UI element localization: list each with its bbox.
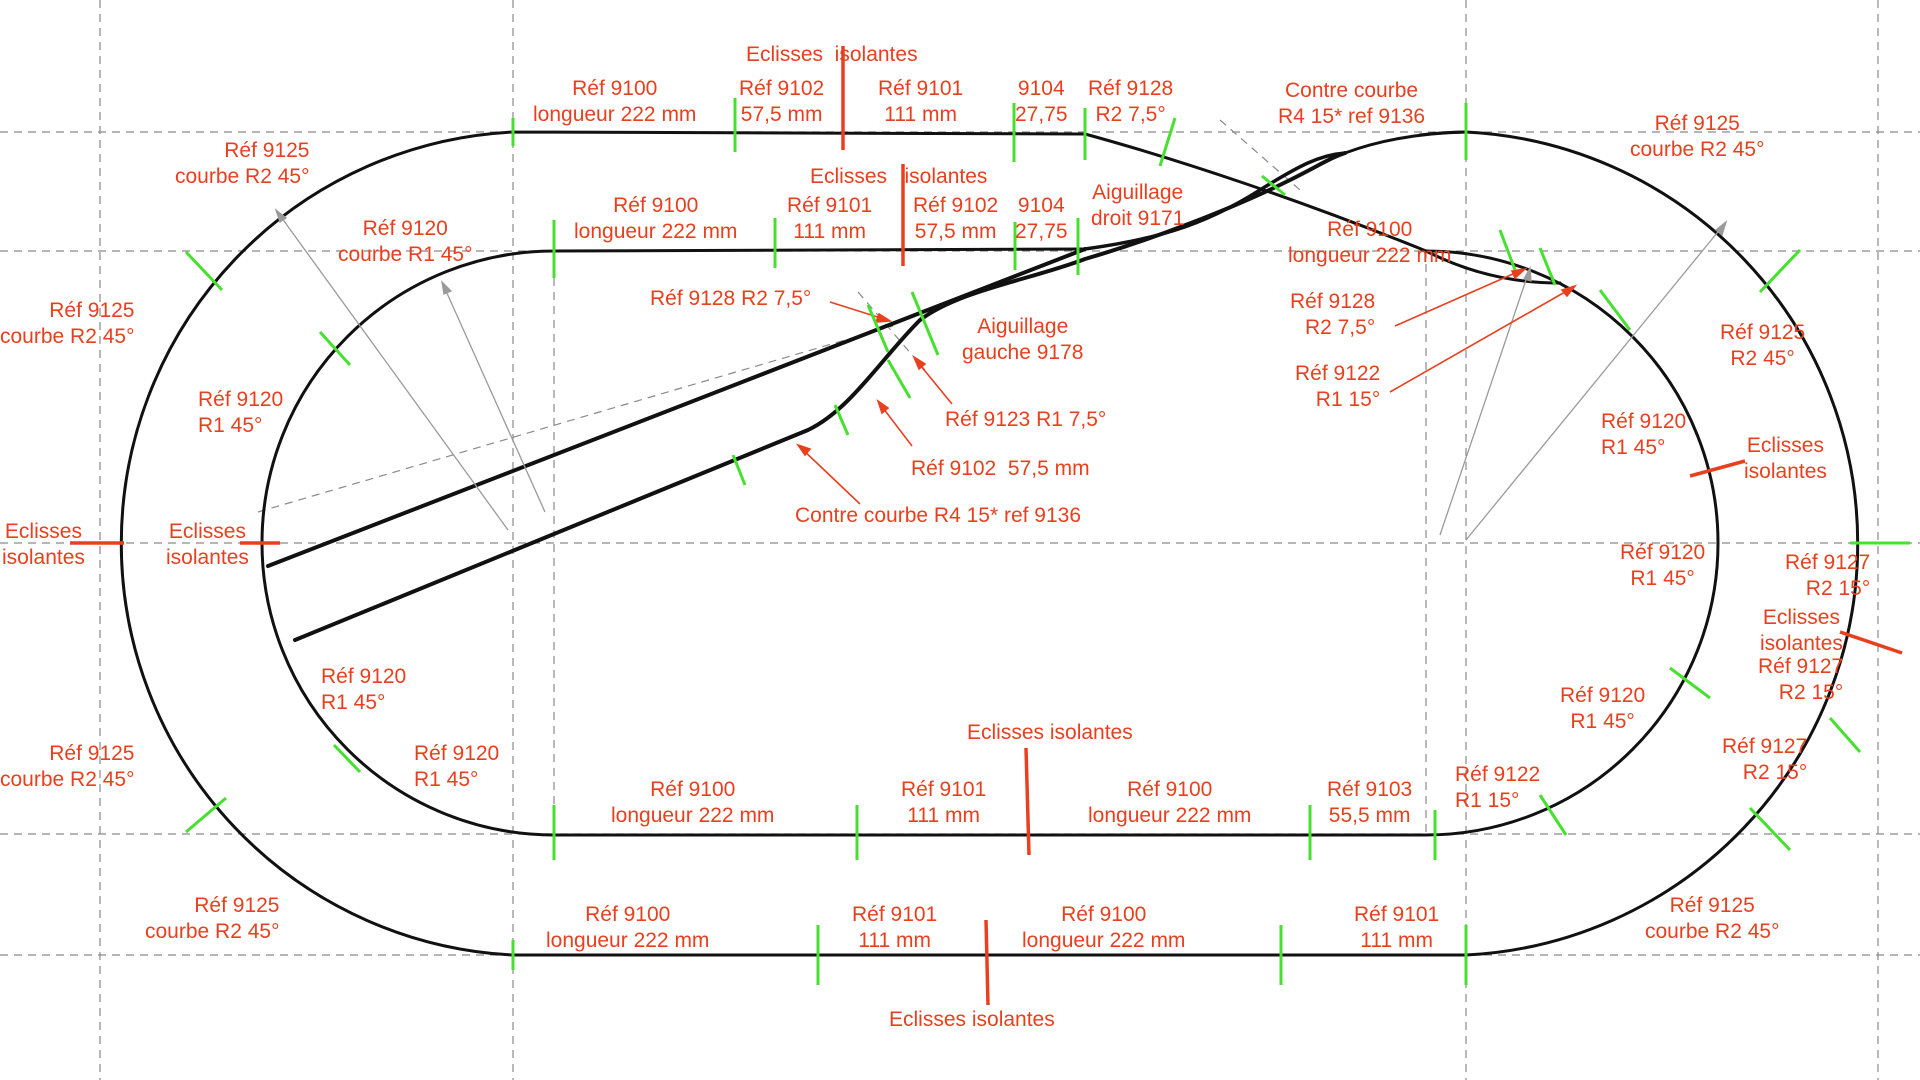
diagonal-crossing-track [1083,132,1428,253]
label-eclisses-right-2: Eclisses isolantes [1760,606,1843,655]
label-ref9101-outer-b2: Réf 9101 111 mm [1354,903,1440,952]
label-eclisses-right-1: Eclisses isolantes [1744,434,1827,483]
label-contre-courbe-top: Contre courbe R4 15* ref 9136 [1278,79,1426,128]
outer-top-right-join [1343,130,1468,155]
label-ref9127-3: Réf 9127 R2 15° [1722,735,1808,784]
label-ref9102-inner-top: Réf 9102 57,5 mm [913,194,999,243]
label-ref9100-inner-b1: Réf 9100 longueur 222 mm [611,778,775,827]
label-ref9100-outer-b2: Réf 9100 longueur 222 mm [1022,903,1186,952]
label-ref9100-outer-b1: Réf 9100 longueur 222 mm [546,903,710,952]
label-ref9100-inner-b2: Réf 9100 longueur 222 mm [1088,778,1252,827]
spur-track-lower [293,151,1347,642]
tracks [119,130,1860,957]
label-eclisses-left-inner: Eclisses isolantes [166,520,249,569]
outer-loop-track [119,130,1860,957]
label-ref9125-left-upper: Réf 9125 courbe R2 45° [0,299,135,348]
label-top-eclisses-1: Eclisses isolantes [746,43,918,66]
label-eclisses-bottom-outer: Eclisses isolantes [889,1008,1055,1031]
label-ref9104-top-outer: 9104 27,75 [1015,77,1068,126]
label-ref9120-right-lower: Réf 9120 R1 45° [1560,684,1646,733]
label-ref9104-inner-top: 9104 27,75 [1015,194,1068,243]
label-ref9103-inner-b: Réf 9103 55,5 mm [1327,778,1413,827]
inner-top-right-curve [1424,249,1562,285]
label-ref9123: Réf 9123 R1 7,5° [945,408,1107,431]
label-ref9120-left-bottom: Réf 9120 R1 45° [414,742,500,791]
label-ref9120-left-lower: Réf 9120 R1 45° [321,665,407,714]
label-top-eclisses-2: Eclisses isolantes [810,165,988,188]
label-ref9128-left: Réf 9128 R2 7,5° [650,287,812,310]
label-aiguillage-gauche: Aiguillage gauche 9178 [962,315,1084,364]
grey-arrows [274,208,1728,541]
label-ref9101-inner-b: Réf 9101 111 mm [901,778,987,827]
inner-loop-track [260,247,1720,837]
label-ref9125-top-right: Réf 9125 courbe R2 45° [1630,112,1765,161]
label-ref9127-1: Réf 9127 R2 15° [1785,551,1871,600]
switch-right-branch [1083,151,1347,251]
label-aiguillage-droit: Aiguillage droit 9171 [1091,181,1185,230]
label-ref9122-right: Réf 9122 R1 15° [1295,362,1381,411]
red-arrows [795,267,1578,505]
label-ref9100-inner-top: Réf 9100 longueur 222 mm [574,194,738,243]
label-ref9101-outer-b1: Réf 9101 111 mm [852,903,938,952]
label-ref9120-right-upper: Réf 9120 R1 45° [1601,410,1687,459]
label-ref9125-bottom-right: Réf 9125 courbe R2 45° [1645,894,1780,943]
label-ref9120-right-mid: Réf 9120 R1 45° [1620,541,1706,590]
label-ref9101-top-outer: Réf 9101 111 mm [878,77,964,126]
rail-joints [184,98,1910,985]
label-eclisses-bottom-inner: Eclisses isolantes [967,721,1133,744]
insulated-joints [70,46,1903,1006]
label-ref9127-2: Réf 9127 R2 15° [1758,655,1844,704]
label-ref9120-left-inner: Réf 9120 R1 45° [198,388,284,437]
label-ref9125-r2-right: Réf 9125 R2 45° [1720,321,1806,370]
label-ref9102-mid: Réf 9102 57,5 mm [911,457,1090,480]
label-contre-courbe-mid: Contre courbe R4 15* ref 9136 [795,504,1082,527]
label-ref9125-left-lower: Réf 9125 courbe R2 45° [0,742,135,791]
label-ref9128-top-outer: Réf 9128 R2 7,5° [1088,77,1174,126]
label-ref9125-top-left: Réf 9125 courbe R2 45° [175,139,310,188]
label-ref9122-bottom: Réf 9122 R1 15° [1455,763,1541,812]
label-ref9128-right: Réf 9128 R2 7,5° [1290,290,1376,339]
label-ref9120-inner-tl: Réf 9120 courbe R1 45° [338,217,473,266]
label-eclisses-left-outer: Eclisses isolantes [2,520,85,569]
label-ref9100-top-outer: Réf 9100 longueur 222 mm [533,77,697,126]
label-ref9102-top-outer: Réf 9102 57,5 mm [739,77,825,126]
label-ref9100-diag: Réf 9100 longueur 222 mm [1288,218,1452,267]
label-ref9101-inner-top: Réf 9101 111 mm [787,194,873,243]
label-ref9125-bottom-left: Réf 9125 courbe R2 45° [145,894,280,943]
